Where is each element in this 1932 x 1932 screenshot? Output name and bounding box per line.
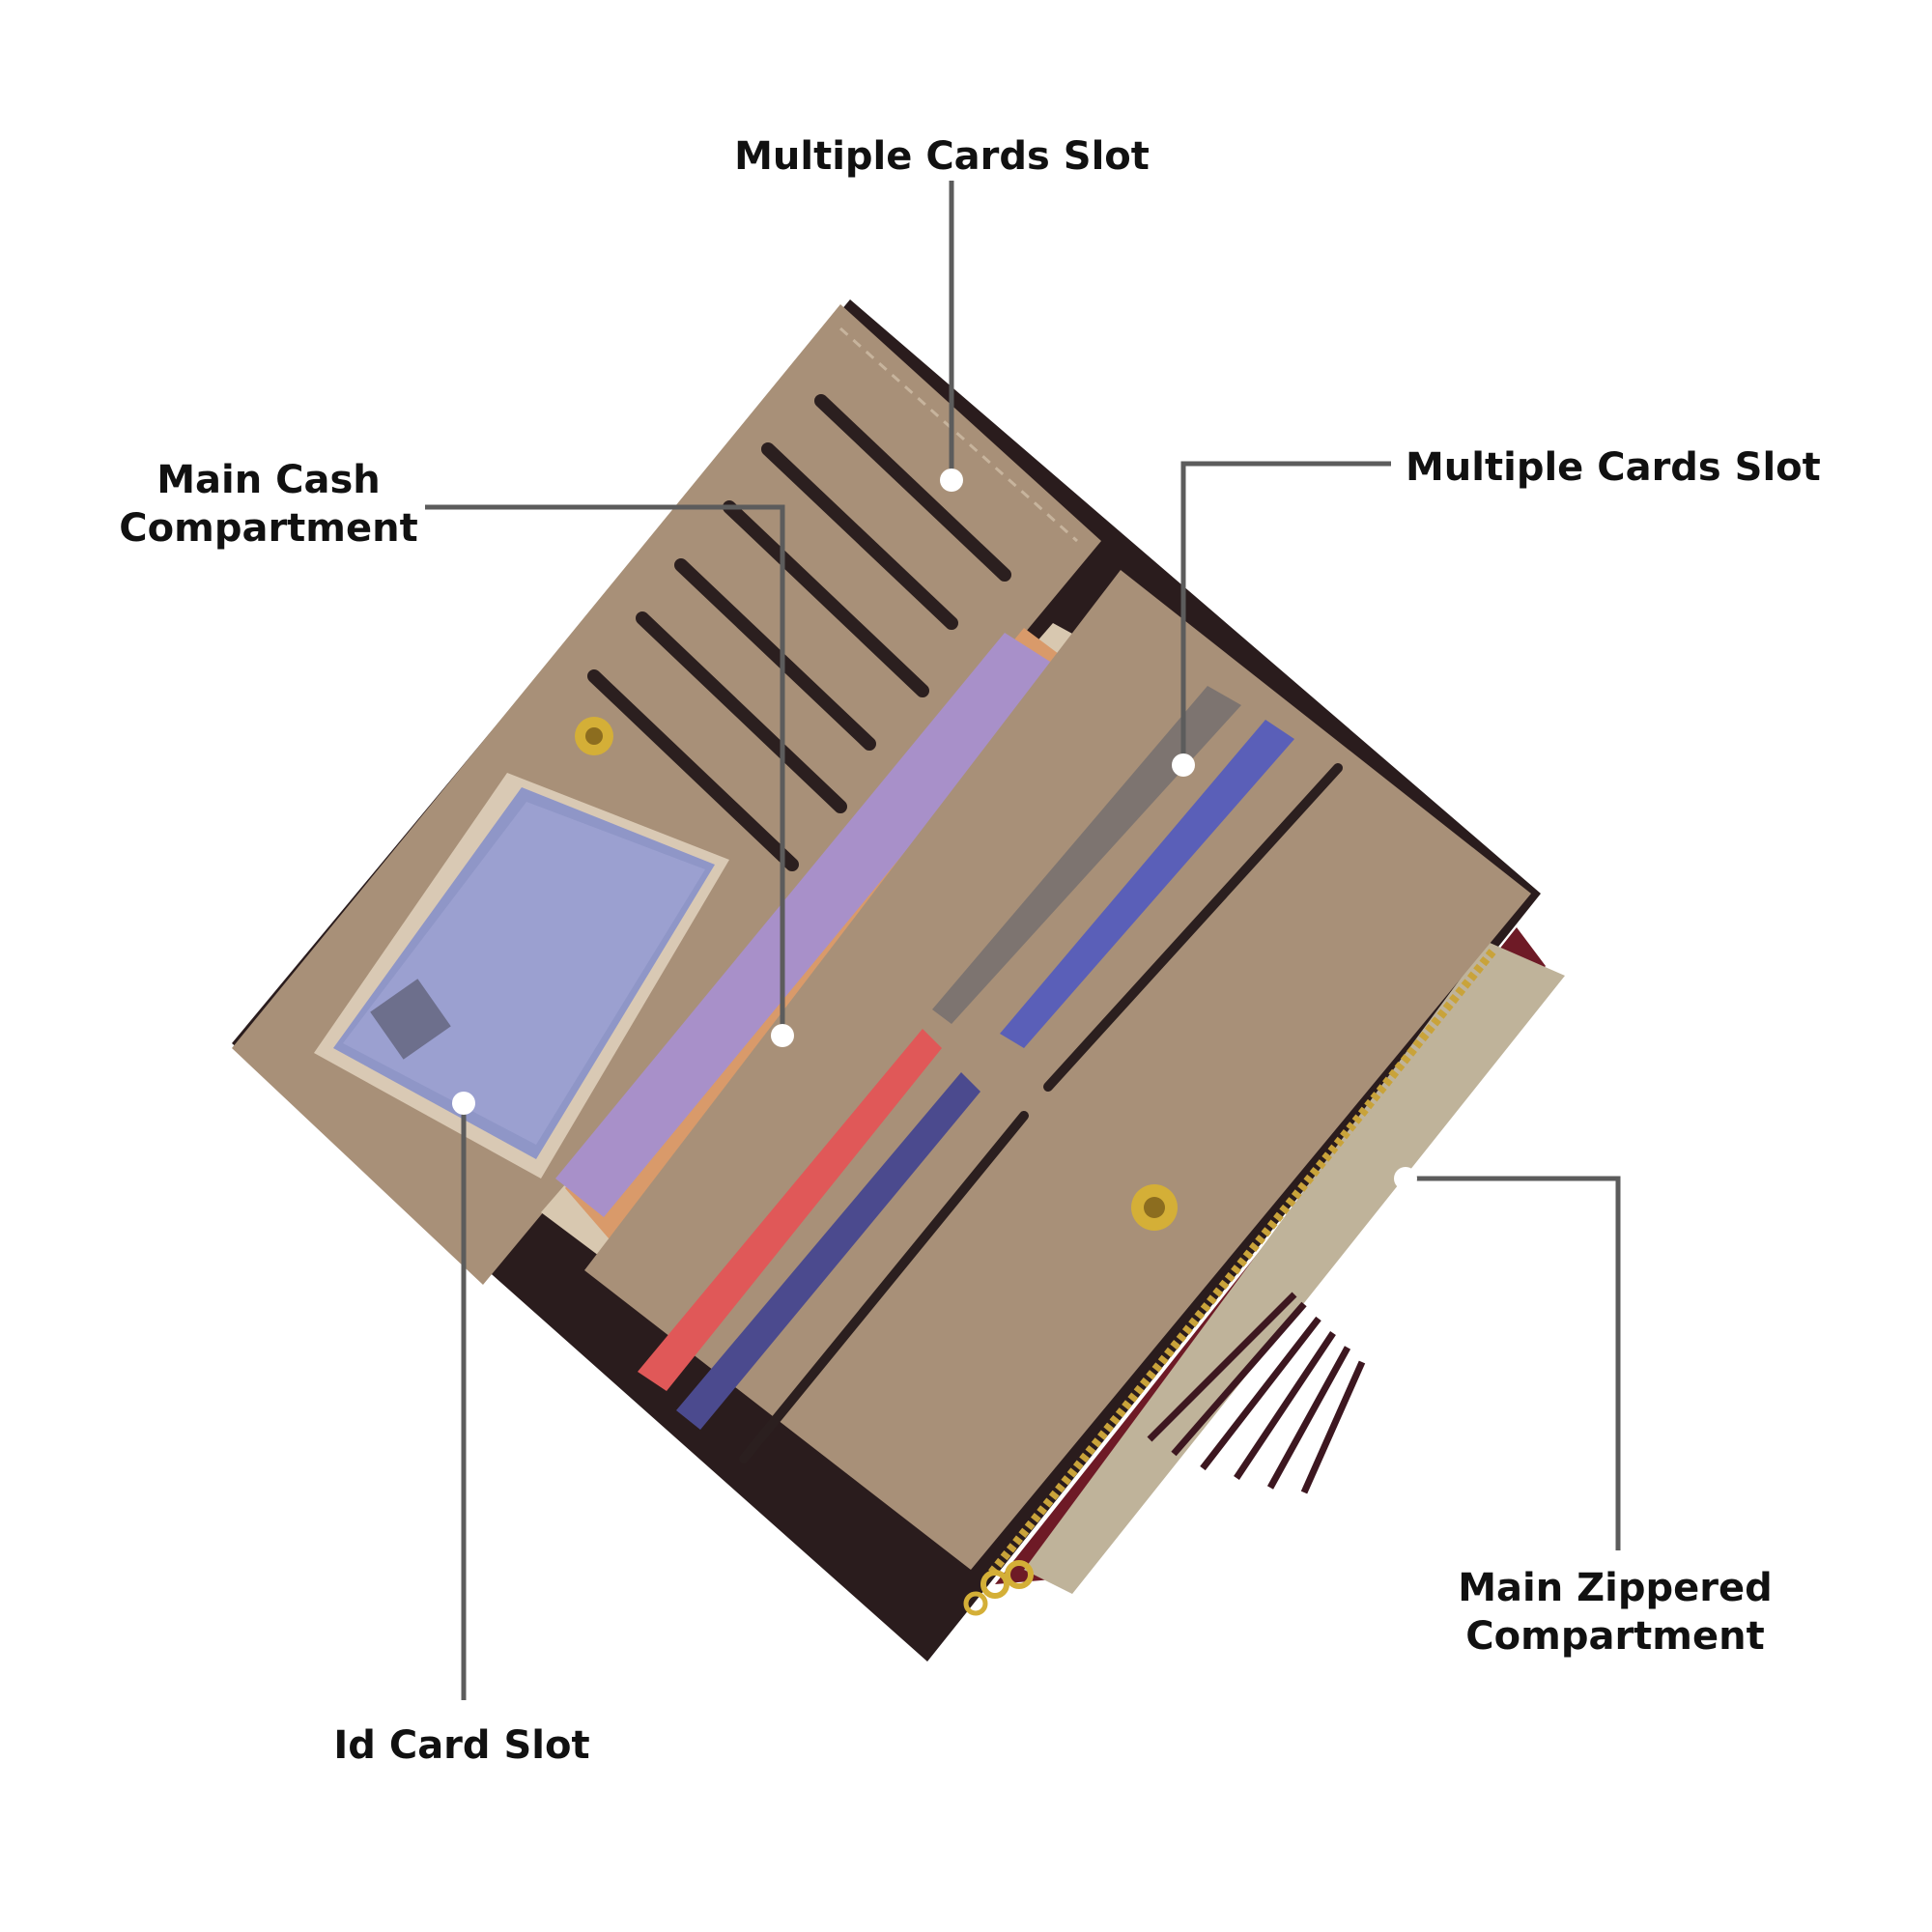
callout-label: Id Card Slot [333, 1723, 589, 1768]
cards-in-slots [638, 686, 1294, 1430]
card-slot [739, 1111, 1029, 1463]
callout-zipper: Main Zippered Compartment [1394, 1167, 1773, 1659]
callout-right-cards: Multiple Cards Slot [1172, 445, 1821, 777]
tassel-icon [1147, 1292, 1366, 1494]
wallet-illustration [232, 299, 1565, 1662]
zipper-pull-icon [963, 1560, 1034, 1616]
snap-button-icon [1131, 1184, 1178, 1231]
callout-label-line2: Compartment [119, 506, 417, 551]
right-card-slots [739, 763, 1343, 1463]
left-card-slots [587, 394, 1011, 871]
card-slot [761, 442, 958, 630]
zipper-teeth [986, 949, 1496, 1577]
callout-label-line1: Main Cash [156, 458, 381, 502]
card-slot [1043, 763, 1343, 1092]
card [638, 1029, 942, 1391]
callout-label: Multiple Cards Slot [1406, 445, 1821, 490]
card [1000, 720, 1294, 1048]
callout-label: Multiple Cards Slot [734, 134, 1150, 179]
card-slot [723, 500, 929, 697]
callout-top-cards: Multiple Cards Slot [734, 134, 1150, 492]
snap-button-icon [575, 717, 613, 755]
card-slot [636, 611, 847, 813]
callout-label-line2: Compartment [1465, 1614, 1764, 1659]
callout-label-line1: Main Zippered [1458, 1566, 1773, 1610]
card [932, 686, 1241, 1024]
card-slot [674, 558, 876, 751]
card [676, 1072, 980, 1430]
callout-cash: Main Cash Compartment [119, 458, 794, 1047]
id-card-window [314, 773, 729, 1179]
card-slot [587, 669, 799, 871]
card-slot [814, 394, 1011, 582]
zippered-compartment [963, 927, 1565, 1616]
callout-id-card: Id Card Slot [333, 1092, 590, 1768]
